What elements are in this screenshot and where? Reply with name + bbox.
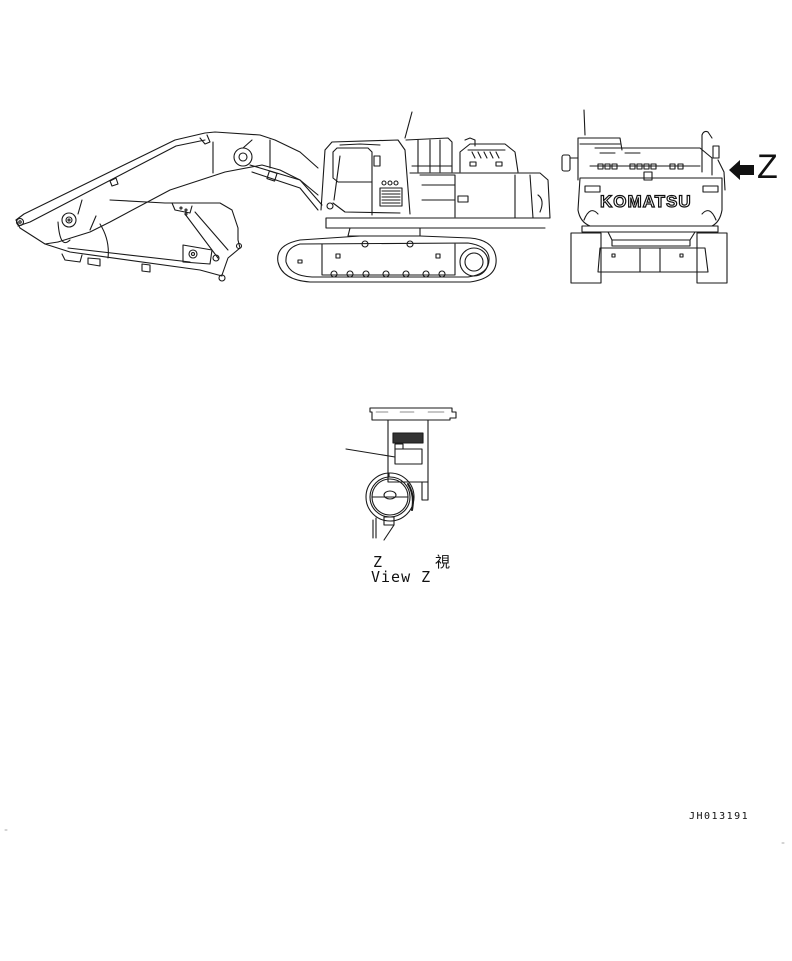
handrail-icon <box>405 137 453 173</box>
side-view-excavator <box>15 111 551 283</box>
side-view-leader-line <box>404 111 413 139</box>
detail-view-z <box>345 407 457 541</box>
rear-view-excavator <box>561 109 754 284</box>
cab-icon <box>320 139 411 216</box>
detail-view-leader-line <box>345 448 396 458</box>
rear-view-leader-line <box>583 109 586 136</box>
rear-top-frame-icon <box>561 130 726 191</box>
drawing-id: JH013191 <box>689 811 750 822</box>
counterweight-icon <box>577 171 723 233</box>
boom-cylinder-icon <box>249 164 323 211</box>
view-caption-japanese: Z 視 <box>373 553 473 571</box>
bucket-linkage-icon <box>44 223 226 282</box>
upper-structure-icon <box>325 172 551 229</box>
view-caption-english: View Z <box>371 568 432 586</box>
engine-hood-icon <box>459 137 519 173</box>
brand-logo: KOMATSU <box>599 191 692 211</box>
arm-icon <box>15 131 319 245</box>
view-arrow-icon <box>729 160 754 180</box>
boom-icon <box>57 139 319 244</box>
crawler-track-icon <box>277 227 497 283</box>
bucket-icon <box>109 199 243 276</box>
rear-undercarriage-icon <box>570 231 728 284</box>
view-arrow-letter: Z <box>757 148 778 186</box>
label-plate-icon <box>394 448 423 465</box>
